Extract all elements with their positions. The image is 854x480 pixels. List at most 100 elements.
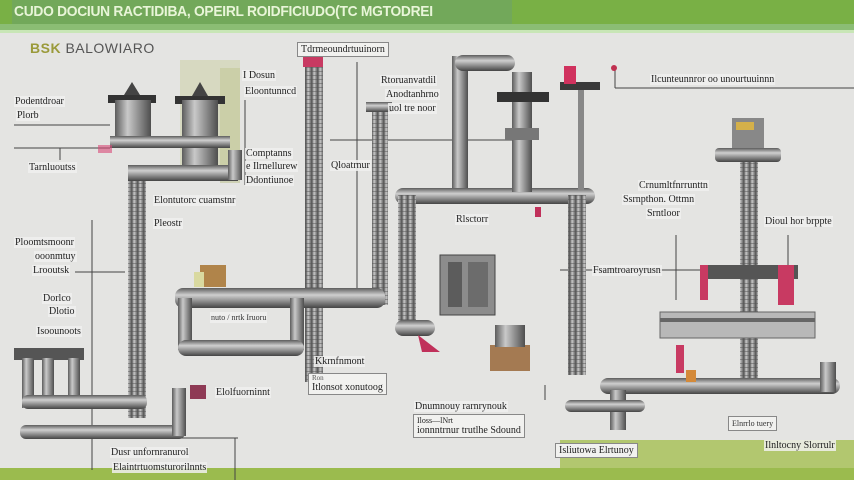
label-top-pipe: Tdrmeoundrtuuinorn xyxy=(297,42,389,57)
label-operating-2: Iloss—lNrt xyxy=(417,416,453,425)
title-banner-panel xyxy=(12,0,512,24)
pipe-network xyxy=(14,52,840,439)
pipe-vertical xyxy=(568,195,586,375)
label-device-sub: Isoounoots xyxy=(36,326,82,337)
rack-platform xyxy=(659,311,816,339)
label-chamber: Elontutorc cuamstnr xyxy=(153,195,237,206)
section-prefix: BSK xyxy=(30,40,62,56)
pipe-horizontal xyxy=(395,320,435,336)
pipe-horizontal xyxy=(128,165,238,181)
page-title: CUDO DOCIUN RACTIDIBA, OPEIRL ROIDFICIUD… xyxy=(14,3,433,20)
pump-top xyxy=(192,82,208,96)
label-upper-mid-2: Anodtanhrno xyxy=(385,89,440,100)
pipe-vertical xyxy=(228,150,242,180)
indicator-dot xyxy=(611,65,617,71)
label-flow-3: Lrooutsk xyxy=(32,265,71,276)
pump-manifold xyxy=(14,348,84,360)
valve-red xyxy=(676,345,684,373)
valve-wheel xyxy=(560,82,600,90)
label-bottom-center-box: Isliutowa Elrtunoy xyxy=(555,443,638,458)
label-tower-1: Crnumltfnrrunttn xyxy=(638,180,709,191)
pipe-cap-red xyxy=(303,55,323,67)
equipment-box xyxy=(490,345,530,371)
pipe-vertical xyxy=(305,52,323,382)
reactor-panel xyxy=(448,262,462,307)
rack-rail xyxy=(660,318,815,322)
label-reactor: Rlsctorr xyxy=(455,214,490,225)
label-dosun-2: Eloontunncd xyxy=(244,86,298,97)
label-left-pump: Podentdroar xyxy=(14,96,65,107)
pump-valve xyxy=(98,145,112,153)
frame-post-red xyxy=(700,265,708,300)
equipment-stack xyxy=(495,325,525,347)
label-equipment: Kkrnfnmont xyxy=(314,356,366,367)
pipe-flange xyxy=(366,102,392,112)
pipe-vertical xyxy=(290,298,304,350)
pipe-vertical xyxy=(128,168,146,418)
label-compress-3: Ddontiunoe xyxy=(245,175,295,186)
pipe-vertical xyxy=(398,195,416,335)
pipe-horizontal xyxy=(395,188,595,204)
label-loop: nuto / nrtk Iruoru xyxy=(210,312,268,323)
label-upper-mid-1: Rtoruanvatdil xyxy=(380,75,437,86)
label-top-right: Ilcunteunnror oo unourtuuinnn xyxy=(650,74,776,85)
valve-orange xyxy=(686,370,696,382)
label-dosun-1: I Dosun xyxy=(242,70,276,81)
label-left-pump-sub: Plorb xyxy=(16,110,40,121)
label-operating-3: ionnntrnur trutlhe Sdound xyxy=(417,425,521,436)
label-bottom-left-2: Elaintrtuomsturorilnnts xyxy=(112,462,208,473)
label-mid: Qloatrnur xyxy=(330,160,371,171)
equipment-box xyxy=(200,265,226,287)
pipe-vertical xyxy=(372,105,388,305)
label-chamber-sub: Pleostr xyxy=(153,218,183,229)
pipe-horizontal xyxy=(565,400,645,412)
label-flow-1: Ploomtsmoonr xyxy=(14,237,75,248)
pipe-horizontal xyxy=(455,55,515,71)
equipment-info-box: Ron Itlonsot xonutoog xyxy=(308,373,387,395)
equipment-box xyxy=(194,272,204,287)
pipe-horizontal xyxy=(22,395,147,409)
label-upper-mid-3: uol tre noor xyxy=(388,103,437,114)
banner-highlight xyxy=(0,30,854,33)
valve-wheel xyxy=(497,92,549,102)
label-compress-2: e Ilrnellurew xyxy=(245,161,299,172)
pipe-vertical xyxy=(452,56,468,196)
label-bottom-right-box: Elnrrlo tuery xyxy=(728,416,778,431)
label-tower-side: Dioul hor brppte xyxy=(764,216,833,227)
valve-red xyxy=(418,335,440,352)
operating-info-box: Iloss—lNrt ionnntrnur trutlhe Sdound xyxy=(413,414,525,438)
pipe-horizontal xyxy=(20,425,185,439)
label-bottom-left-1: Dusr unfornranurol xyxy=(110,447,190,458)
valve-stem xyxy=(578,90,584,190)
valve-flange xyxy=(505,128,539,140)
tower-light xyxy=(736,122,754,130)
label-bottom-right: Ilnltocny Slorrulr xyxy=(764,440,836,451)
label-tower-2: Ssrnpthon. Ottmn xyxy=(622,194,696,205)
valve-cap-red xyxy=(564,66,576,84)
label-operating-1: Dnumnouy rarnrynouk xyxy=(414,401,508,412)
label-left-terminal: Tarnluoutss xyxy=(28,162,77,173)
label-pump-unit: Elolfuorninnt xyxy=(215,387,271,398)
pipe-vertical xyxy=(178,298,192,350)
pump-body xyxy=(115,100,151,140)
label-transfer: Fsamtroaroyrusn xyxy=(592,265,662,276)
label-device-2: Dlotio xyxy=(48,306,76,317)
section-title: BSK BALOWIARO xyxy=(30,40,155,56)
left-pump-assembly xyxy=(98,60,240,183)
pump-motor xyxy=(190,385,206,399)
pipe-vertical xyxy=(172,388,186,436)
banner-divider xyxy=(0,24,854,30)
pipe-horizontal xyxy=(178,340,304,356)
label-flow-2: ooonmtuy xyxy=(34,251,77,262)
title-banner: CUDO DOCIUN RACTIDIBA, OPEIRL ROIDFICIUD… xyxy=(0,0,854,33)
pipe-horizontal xyxy=(600,378,840,394)
label-compress-1: Comptanns xyxy=(245,148,293,159)
pipe-horizontal xyxy=(175,288,385,308)
pump-top xyxy=(124,82,140,95)
tower-platform xyxy=(715,148,781,162)
reactor-panel xyxy=(468,262,488,307)
equipment-box-small: Ron xyxy=(312,374,324,382)
pump-body xyxy=(182,100,218,168)
label-tower-3: Srntloor xyxy=(646,208,681,219)
